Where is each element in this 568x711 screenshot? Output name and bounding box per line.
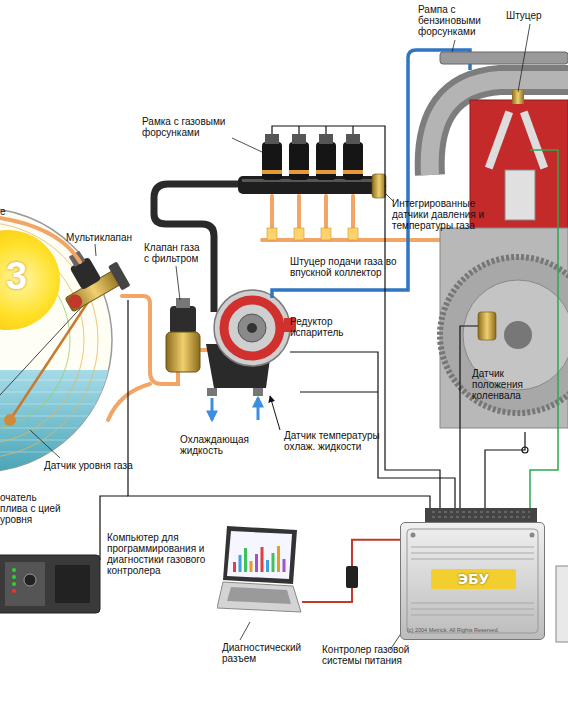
laptop: Компьютер для программирования и диагнос… (105, 524, 302, 624)
sensor-arrow (270, 396, 280, 430)
callout-label: Мультиклапан (66, 232, 146, 243)
callout-label: Редуктор испаритель (290, 316, 350, 338)
copyright-note: (c) 2004 Metrick. All Rights Reserved. (407, 627, 541, 634)
callout-label: Контролер газовой системы питания (322, 644, 427, 666)
gas-valve (166, 298, 200, 372)
callout-label: Охлаждающая жидкость (180, 434, 252, 456)
gas-tank (0, 208, 140, 490)
callout-label: Штуцер (506, 10, 556, 21)
callout-label: е (0, 206, 14, 217)
callout-label: Датчик положения коленвала (472, 368, 530, 401)
laptop-caption: Компьютер для программирования и диагнос… (107, 532, 215, 576)
callout-label: очатель плива с цией уровня (0, 492, 65, 525)
fuel-switch (0, 555, 100, 613)
gas-nozzles (267, 228, 358, 240)
callout-label: Клапан газа с фильтром (144, 242, 206, 264)
green-wire (530, 150, 558, 512)
engine (430, 52, 568, 428)
gas-tank-logo: 3 (0, 230, 60, 330)
callout-label: Рамка с газовыми форсунками (142, 116, 242, 138)
coolant-arrows (212, 398, 258, 420)
ecu-label: ЭБУ (431, 569, 516, 589)
diagnostic-plug (346, 566, 358, 588)
laptop-drawing (217, 524, 302, 622)
logo-number: 3 (6, 256, 36, 296)
signal-wires (100, 126, 528, 560)
callout-label: Датчик уровня газа (44, 460, 154, 471)
multivalve (48, 237, 131, 317)
ecu-box: ЭБУ (c) 2004 Metrick. All Rights Reserved… (400, 522, 545, 640)
reducer (206, 290, 296, 396)
diagnostic-cable (302, 540, 400, 602)
cropped-box (556, 566, 568, 642)
gas-injector-rail (238, 134, 386, 198)
callout-label: Рампа с бензиновыми форсунками (418, 4, 490, 37)
callout-label: Штуцер подачи газа во впускной коллектор (290, 256, 415, 278)
callout-label: Интегрированные датчики давления и темпе… (392, 198, 492, 231)
callout-label: Датчик температуры охлаж. жидкости (284, 430, 382, 452)
callout-label: Диагностический разъем (222, 642, 312, 664)
ecu-connector (425, 508, 537, 522)
